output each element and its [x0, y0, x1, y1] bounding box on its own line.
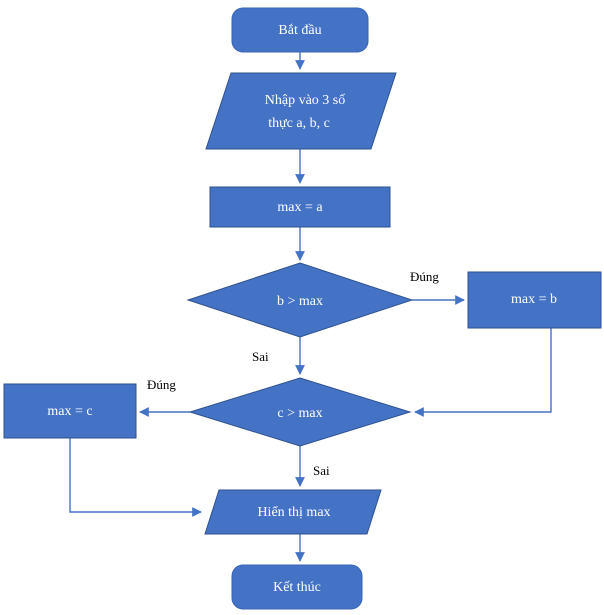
start-label: Bắt đầu [278, 23, 321, 38]
start-shape [231, 7, 369, 53]
node-assign-b[interactable]: max = b [467, 271, 602, 329]
node-start[interactable]: Bắt đầu [231, 7, 369, 53]
edge-label-sai-b: Sai [252, 349, 269, 364]
node-cond-c[interactable]: c > max [188, 377, 412, 447]
edge-labels-layer: Đúng Sai Đúng Sai [147, 269, 439, 478]
end-shape [231, 564, 363, 610]
edge-label-sai-c: Sai [313, 463, 330, 478]
assign-a-shape [209, 186, 391, 228]
output-label: Hiển thị max [257, 505, 330, 520]
assign-b-label: max = b [511, 292, 557, 307]
node-output[interactable]: Hiển thị max [204, 489, 382, 535]
node-end[interactable]: Kết thúc [231, 564, 363, 610]
node-cond-b[interactable]: b > max [186, 262, 414, 338]
cond-b-label: b > max [277, 294, 323, 309]
assign-c-label: max = c [47, 404, 92, 419]
edge-label-dung-b: Đúng [410, 269, 439, 284]
end-label: Kết thúc [273, 580, 321, 595]
edges-layer [69, 52, 552, 562]
cond-b-shape [186, 262, 414, 338]
input-label-line2: thực a, b, c [268, 116, 330, 131]
assign-c-shape [3, 383, 137, 439]
cond-c-label: c > max [277, 406, 322, 421]
node-assign-c[interactable]: max = c [3, 383, 137, 439]
edge-assign-b-to-cond-c [414, 328, 552, 417]
assign-a-label: max = a [277, 200, 323, 215]
input-shape [205, 72, 397, 150]
edge-assign-c-to-output [69, 438, 202, 517]
assign-b-shape [467, 271, 602, 329]
output-shape [204, 489, 382, 535]
node-input[interactable]: Nhập vào 3 số thực a, b, c [205, 72, 397, 150]
input-label-line1: Nhập vào 3 số [265, 93, 346, 108]
edge-label-dung-c: Đúng [147, 377, 176, 392]
cond-c-shape [188, 377, 412, 447]
node-assign-a[interactable]: max = a [209, 186, 391, 228]
